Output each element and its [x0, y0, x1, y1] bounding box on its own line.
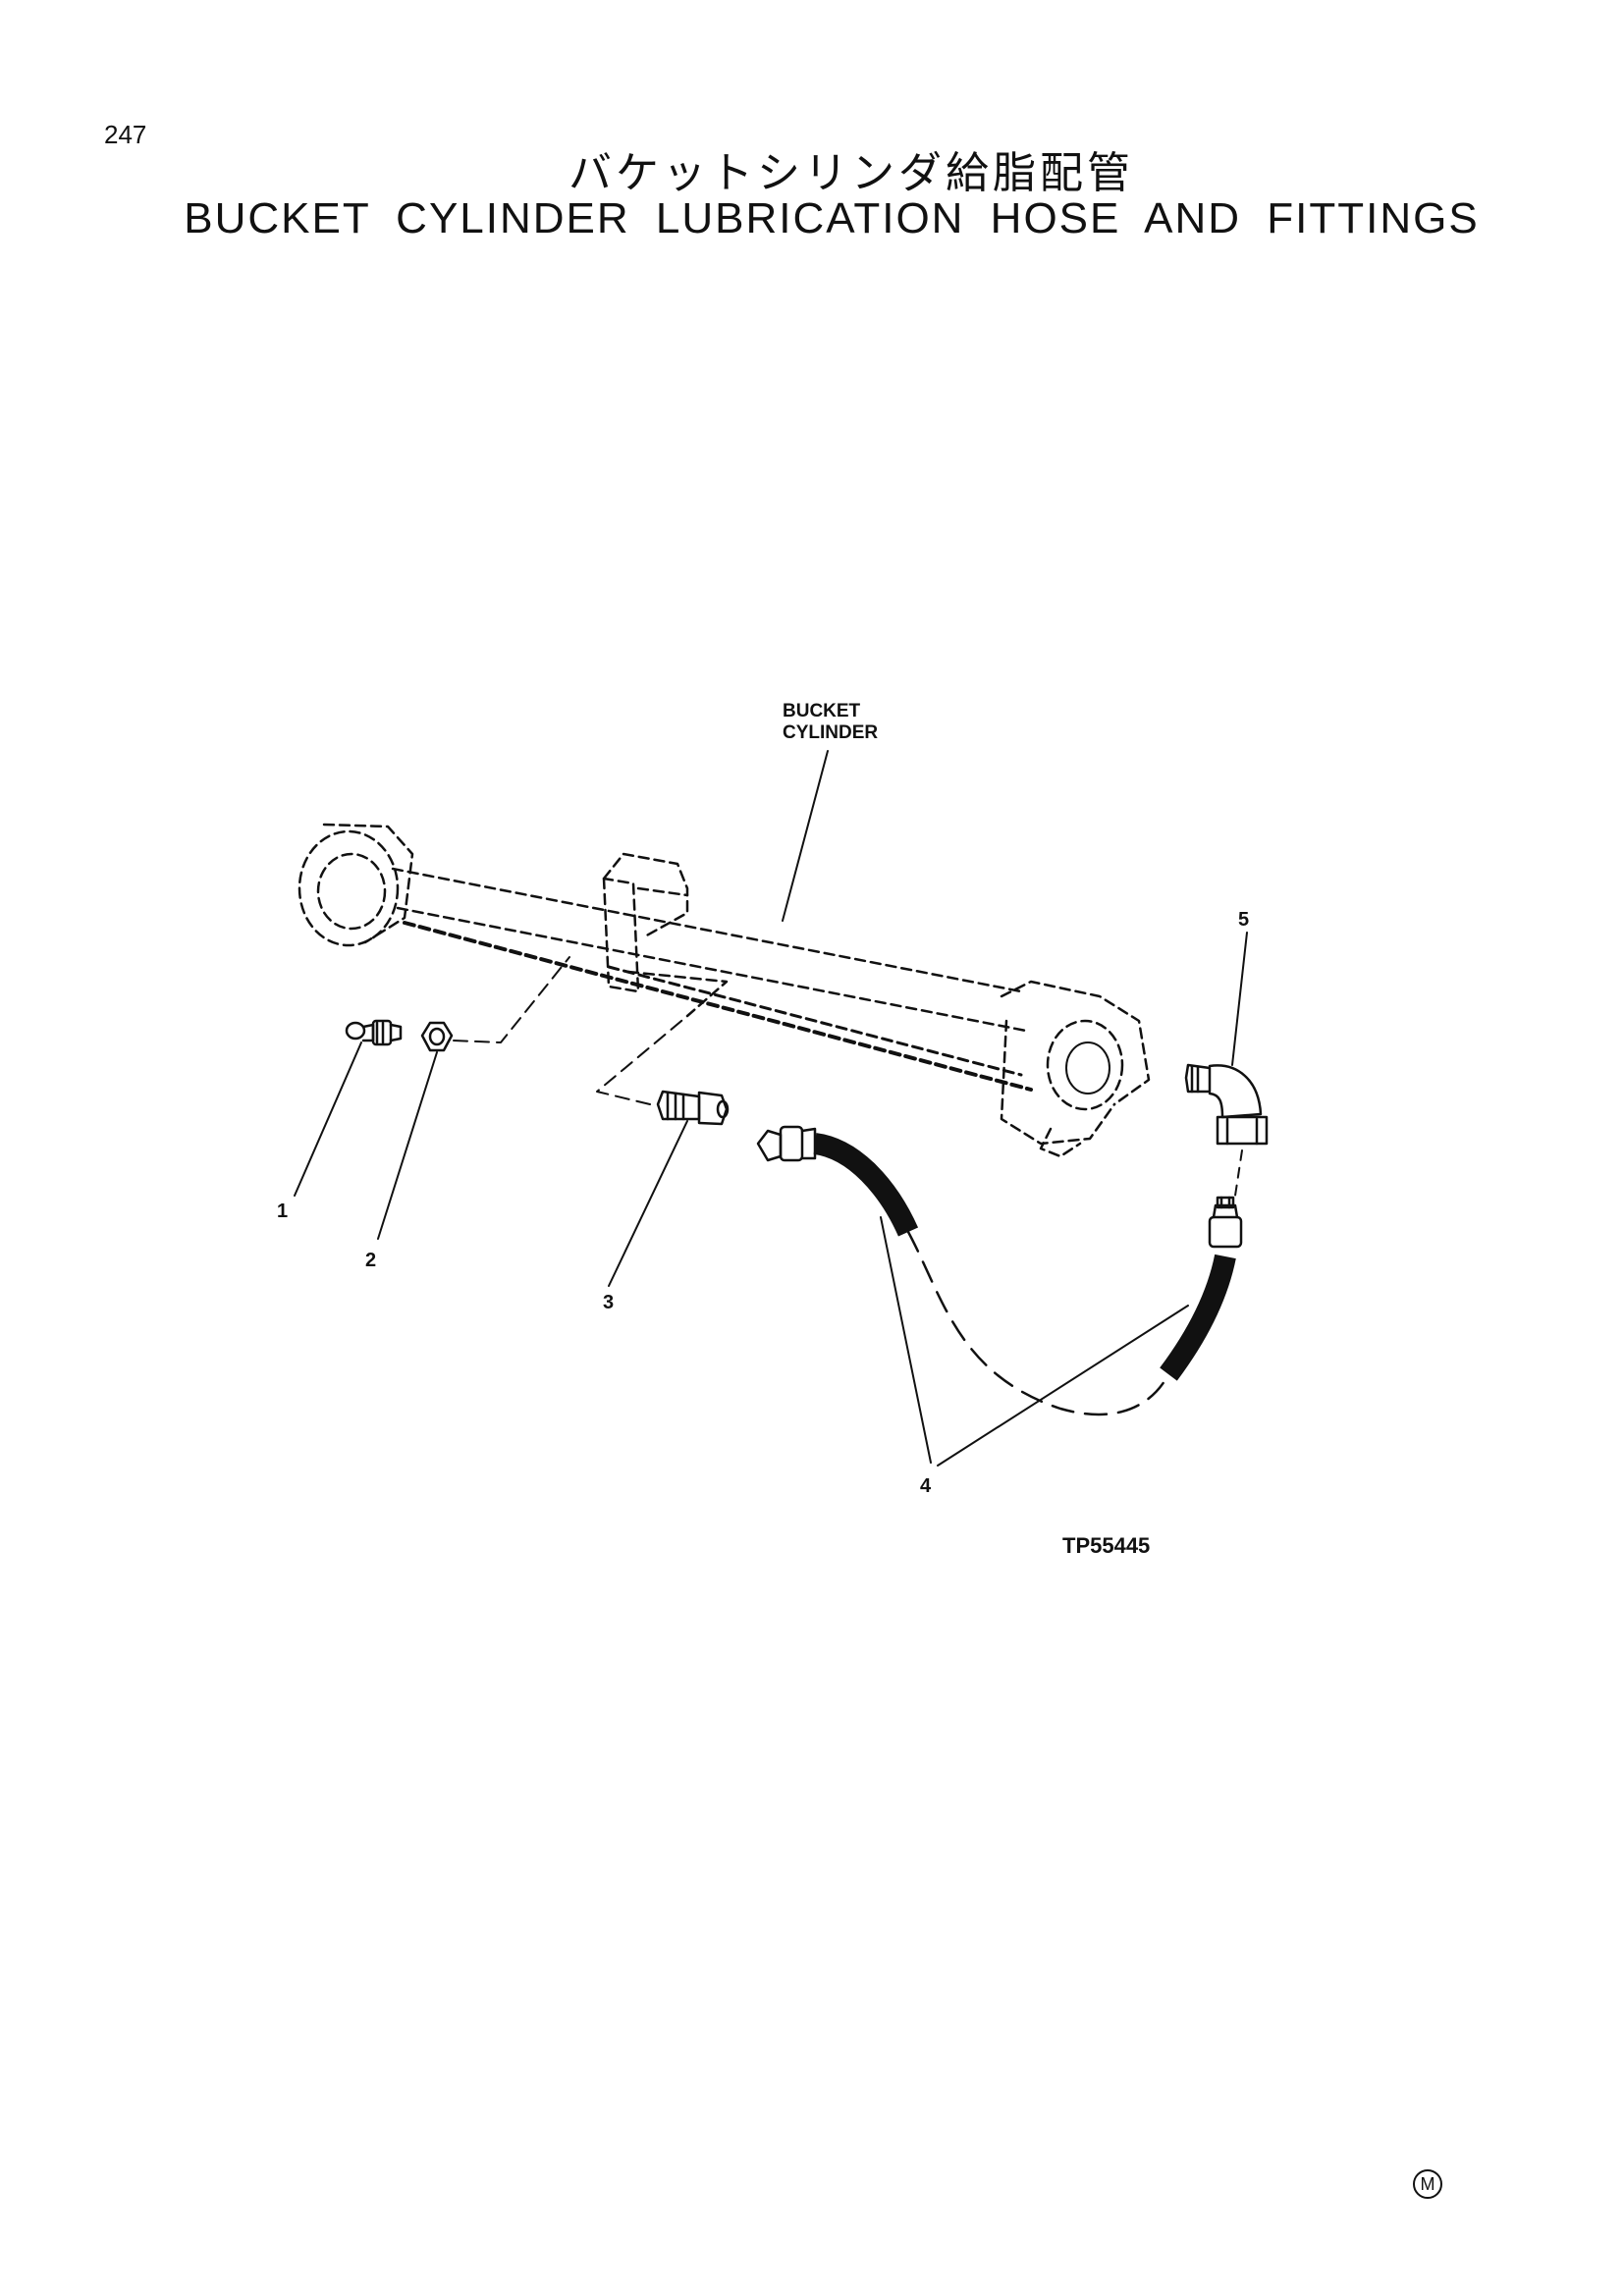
callout-2: 2: [365, 1250, 376, 1271]
mark-letter: M: [1420, 2174, 1435, 2194]
figure-id: TP55445: [1062, 1533, 1150, 1558]
adapter-part-3: [656, 1090, 730, 1126]
grease-fitting-part-1: [345, 1019, 403, 1046]
callout-4: 4: [920, 1475, 932, 1497]
bucket-cylinder-label-line1: BUCKET: [783, 701, 861, 721]
page-number: 247: [104, 120, 147, 149]
bucket-cylinder: [298, 823, 1151, 1158]
title-japanese: バケットシリンダ給脂配管: [568, 148, 1134, 198]
callout-3: 3: [603, 1292, 614, 1313]
registered-mark-icon: M: [1413, 2169, 1442, 2199]
callout-5: 5: [1238, 909, 1249, 931]
title-english: BUCKET CYLINDER LUBRICATION HOSE AND FIT…: [184, 194, 1480, 242]
callout-1: 1: [277, 1201, 288, 1222]
bucket-cylinder-label-line2: CYLINDER: [783, 722, 878, 743]
hose-part-4: [756, 1125, 1243, 1416]
nut-part-2: [420, 1021, 454, 1052]
elbow-part-5: [1184, 1063, 1269, 1146]
